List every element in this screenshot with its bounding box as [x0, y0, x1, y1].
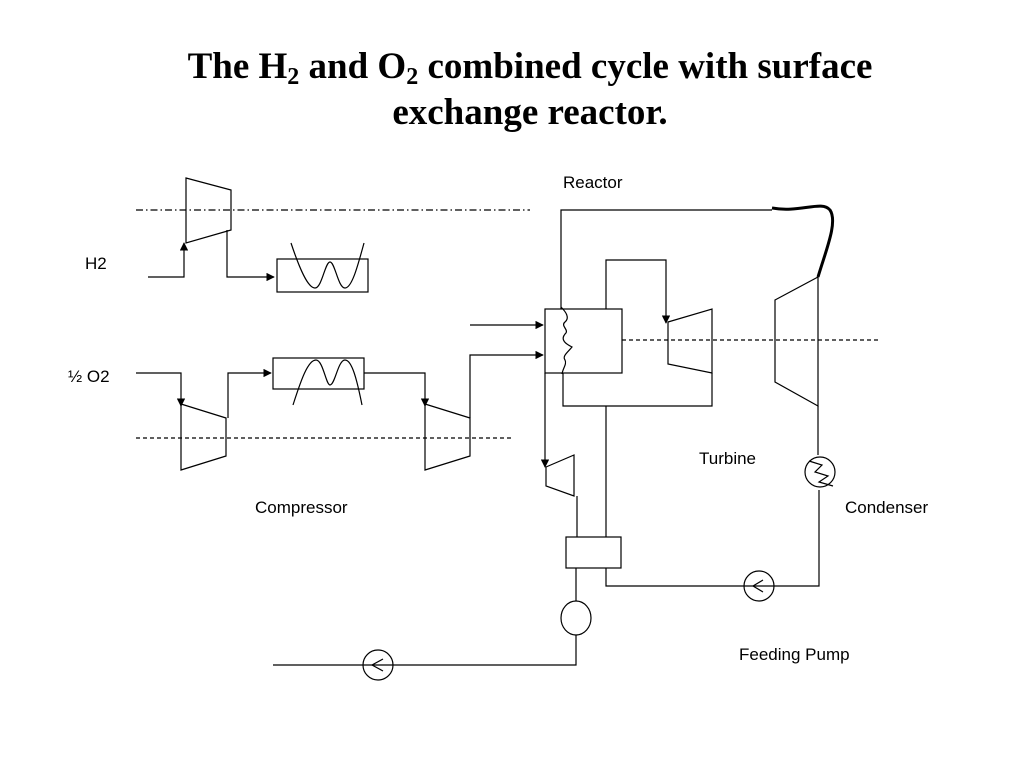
water-separator [565, 536, 622, 569]
expander [545, 454, 575, 497]
reactor-steam-line [560, 209, 772, 309]
outlet-pump-arrow [370, 658, 384, 672]
o2-to-exchanger-line [227, 368, 272, 418]
reactor-coil [560, 306, 573, 375]
reactor-to-gas-turbine-line [605, 259, 671, 324]
h2-compressor [185, 177, 232, 244]
h2-to-exchanger-line [226, 230, 275, 282]
o2-heat-exchanger [272, 357, 365, 390]
feeding-pump-arrow [751, 579, 764, 593]
title-line-2: exchange reactor. [392, 92, 668, 133]
feeding-pump [743, 570, 775, 602]
feeding-pump-label: Feeding Pump [739, 645, 850, 664]
water-pump [560, 600, 592, 636]
o2-compressor-2 [424, 403, 471, 471]
steam-turbine [774, 275, 819, 408]
o2-compressor-1 [180, 403, 227, 471]
o2-to-reactor-line [469, 350, 544, 418]
compressor-label: Compressor [255, 498, 348, 517]
h2-exchanger-coil [290, 242, 365, 289]
turbine-label: Turbine [699, 449, 756, 468]
title-line-1: The H2 and O2 combined cycle with surfac… [187, 46, 873, 90]
condenser-coil [808, 460, 834, 487]
reactor-label: Reactor [563, 173, 623, 192]
steam-pipe-bold [771, 204, 835, 278]
outlet-pump [362, 649, 394, 681]
o2-exchanger-to-compressor-line [364, 372, 430, 407]
condenser [804, 456, 836, 488]
o2-label: ½ O2 [68, 367, 110, 386]
water-outlet-line [273, 635, 577, 666]
gas-turbine [667, 308, 713, 374]
condenser-label: Condenser [845, 498, 929, 517]
gas-turbine-return-line [562, 373, 713, 407]
condenser-return-line [605, 490, 820, 587]
o2-inlet-line [136, 372, 186, 407]
h2-heat-exchanger [276, 258, 369, 293]
h2-label: H2 [85, 254, 107, 273]
o2-exchanger-coil [292, 359, 363, 406]
slide-title: The H2 and O2 combined cycle with surfac… [0, 44, 1024, 136]
h2-inlet-line [148, 242, 189, 278]
reactor [544, 308, 623, 374]
